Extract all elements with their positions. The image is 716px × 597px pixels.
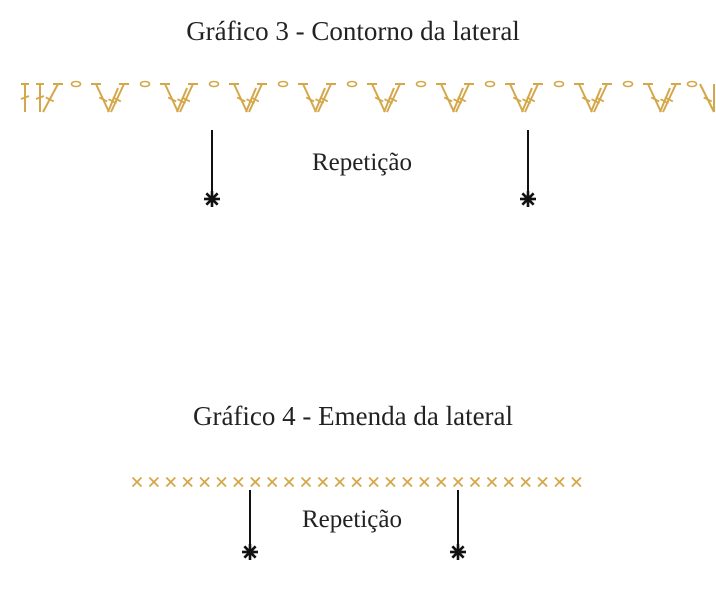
single-crochet-stitch: [199, 476, 210, 488]
chain-stitch: [553, 80, 565, 88]
single-crochet-stitch: [469, 476, 481, 488]
asterisk-marker-icon: [204, 191, 220, 207]
single-crochet-stitch: [165, 476, 176, 488]
chart-3-repeat-start-marker: [204, 130, 220, 207]
chart-4-repeat-start-marker: [242, 490, 258, 560]
chain-stitch: [484, 80, 496, 88]
chart-3-motif: [277, 80, 336, 113]
single-crochet-stitch: [267, 476, 278, 488]
chart-4-repeat-label: Repetição: [302, 506, 402, 533]
single-crochet-stitch: [486, 476, 498, 488]
chain-stitch: [70, 80, 82, 88]
asterisk-marker-icon: [520, 191, 536, 207]
chart-3-repeat-label: Repetição: [312, 149, 412, 176]
chart-3-end-stitches: [686, 80, 715, 113]
chain-stitch: [277, 80, 289, 88]
chart-3-start-stitches: [20, 83, 63, 113]
chart-3-motif: [553, 80, 612, 113]
single-crochet-stitch: [317, 476, 329, 488]
single-crochet-stitch: [250, 476, 261, 488]
single-crochet-stitch: [283, 476, 295, 488]
asterisk-marker-icon: [450, 544, 466, 560]
single-crochet-stitch: [385, 476, 396, 488]
chart-3-motif: [622, 80, 681, 113]
chain-stitch: [208, 80, 220, 88]
single-crochet-stitch: [402, 476, 413, 488]
single-crochet-stitch: [368, 476, 379, 488]
chain-stitch: [346, 80, 358, 88]
single-crochet-stitch: [131, 476, 143, 488]
chart-3-motif: [415, 80, 474, 113]
chart-4-repeat-end-marker: [450, 490, 466, 560]
chart-3-motif: [346, 80, 405, 113]
chart-3-motif: [139, 80, 198, 113]
single-crochet-stitch: [571, 476, 582, 488]
chart-3-stitch-row: [20, 80, 715, 113]
single-crochet-stitch: [503, 476, 514, 488]
single-crochet-stitch: [300, 476, 312, 488]
single-crochet-stitch: [419, 476, 430, 488]
chart-4-title: Gráfico 4 - Emenda da lateral: [192, 401, 514, 431]
chart-4-stitch-row: [131, 476, 582, 488]
chart-3-title: Gráfico 3 - Contorno da lateral: [186, 16, 520, 46]
chain-stitch: [139, 80, 151, 88]
asterisk-marker-icon: [242, 544, 258, 560]
chart-3-motif: [70, 80, 129, 113]
single-crochet-stitch: [148, 476, 160, 488]
chain-stitch: [415, 80, 427, 88]
chart-3-motif: [484, 80, 543, 113]
repeat-markers: [204, 130, 536, 560]
chain-stitch: [622, 80, 634, 88]
single-crochet-stitch: [452, 476, 464, 488]
chart-3-repeat-end-marker: [520, 130, 536, 207]
single-crochet-stitch: [233, 476, 244, 488]
single-crochet-stitch: [334, 476, 345, 488]
chart-3-motif: [208, 80, 267, 113]
single-crochet-stitch: [436, 476, 447, 488]
single-crochet-stitch: [554, 476, 565, 488]
single-crochet-stitch: [537, 476, 548, 488]
single-crochet-stitch: [351, 476, 362, 488]
single-crochet-stitch: [520, 476, 531, 488]
single-crochet-stitch: [216, 476, 227, 488]
single-crochet-stitch: [182, 476, 193, 488]
